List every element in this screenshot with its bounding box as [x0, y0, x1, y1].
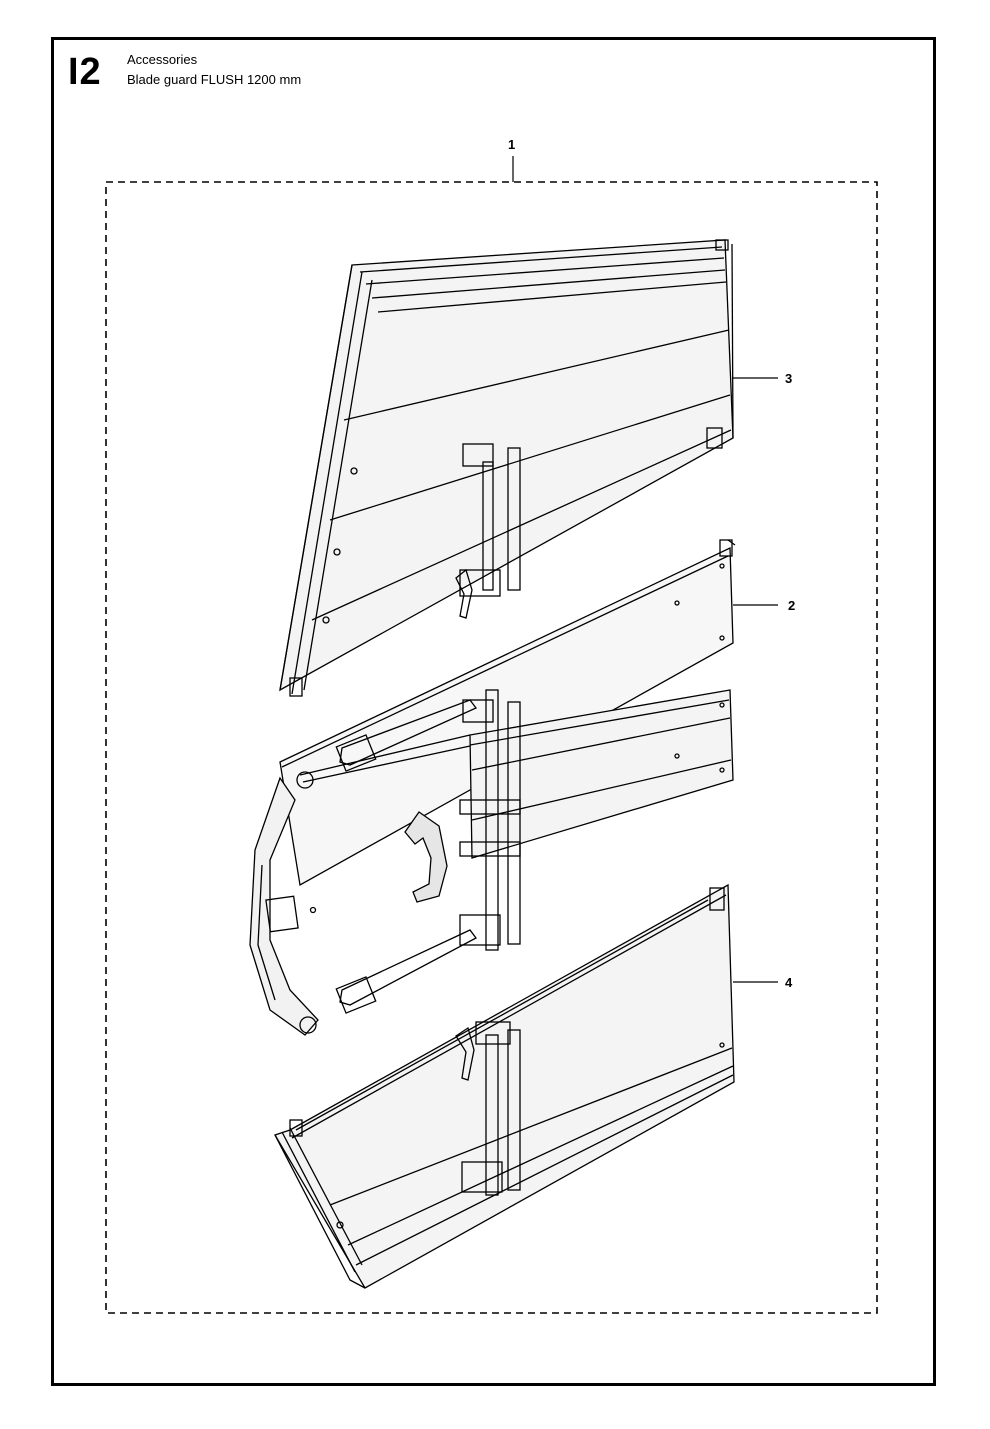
- callout-2: 2: [788, 598, 796, 613]
- part-middle-frame: [249, 689, 734, 1036]
- diagram-title: Blade guard FLUSH 1200 mm: [127, 72, 302, 87]
- part-inner-plate: [279, 539, 736, 887]
- category-label: Accessories: [127, 52, 198, 67]
- callout-1: 1: [508, 137, 516, 152]
- callout-4: 4: [785, 975, 793, 990]
- heading-block: Accessories Blade guard FLUSH 1200 mm: [127, 50, 301, 90]
- part-top-cover: [279, 239, 734, 697]
- section-code: I2: [68, 51, 102, 93]
- assembly-boundary: [105, 181, 878, 1314]
- part-bottom-cover: [274, 883, 735, 1289]
- callout-3: 3: [785, 371, 793, 386]
- page-frame: [51, 37, 936, 1386]
